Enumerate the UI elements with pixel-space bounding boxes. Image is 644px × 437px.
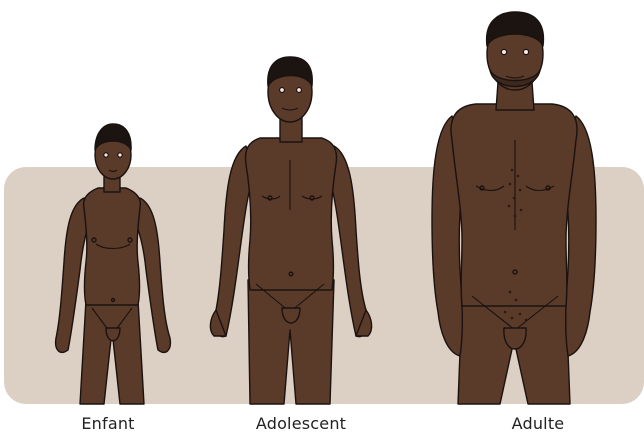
label-enfant: Enfant xyxy=(28,414,188,433)
label-adulte: Adulte xyxy=(458,414,618,433)
figure-adulte xyxy=(432,12,596,404)
label-adolescent: Adolescent xyxy=(221,414,381,433)
